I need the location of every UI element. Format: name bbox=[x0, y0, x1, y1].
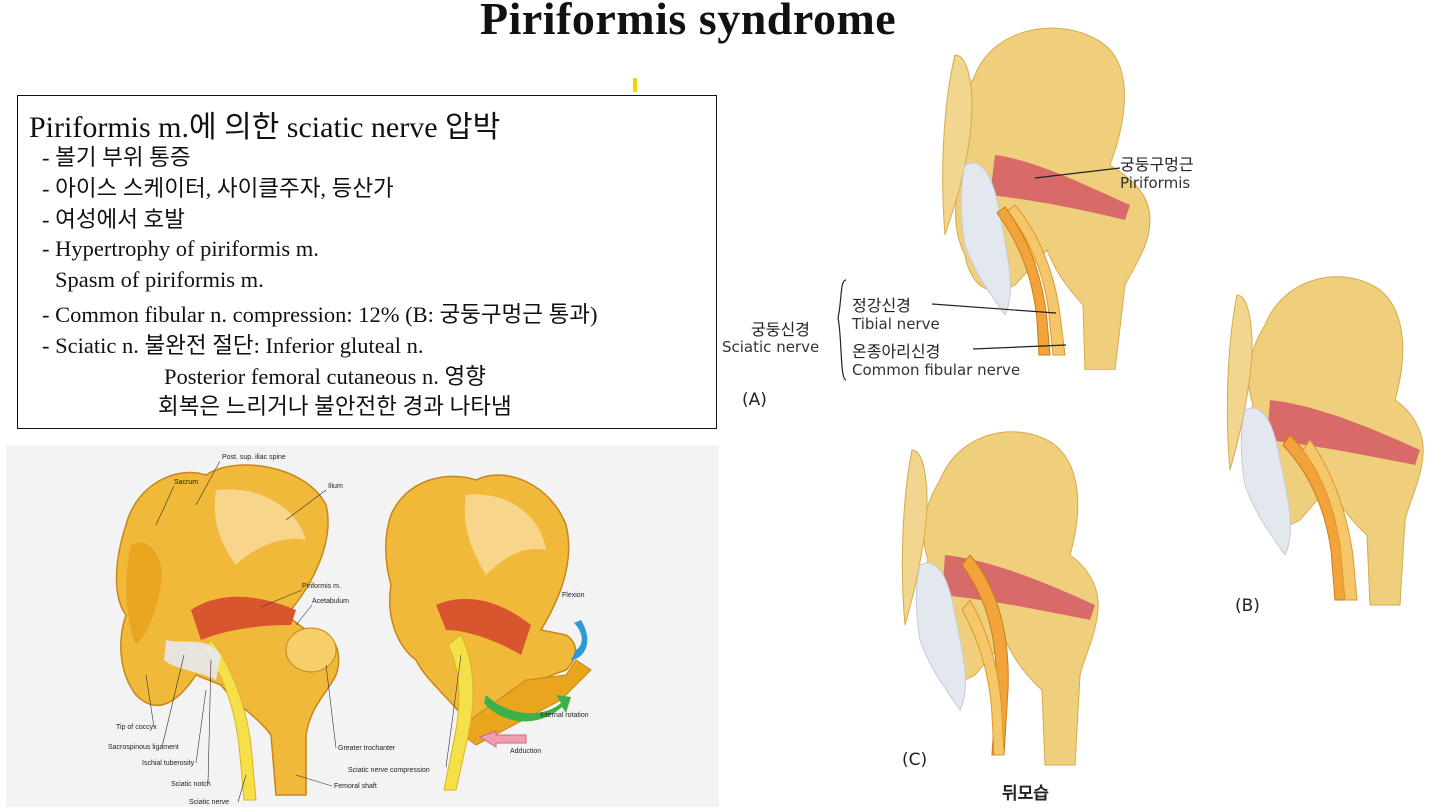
tibial-nerve-b bbox=[1302, 439, 1358, 601]
label-ischial-tuberosity: Ischial tuberosity bbox=[142, 760, 195, 767]
summary-textbox: Piriformis m.에 의한 sciatic nerve 압박 - 볼기 … bbox=[17, 95, 717, 429]
label-sacrospinous-ligament: Sacrospinous ligament bbox=[108, 744, 179, 751]
label-tip-of-coccyx: Tip of coccyx bbox=[116, 724, 157, 731]
adduction-arrow bbox=[478, 730, 527, 748]
label-adduction: Adduction bbox=[510, 748, 541, 755]
label-sciatic-ko: 궁둥신경 bbox=[751, 320, 810, 339]
label-piriformis-en: Piriformis bbox=[1120, 174, 1191, 192]
label-piriformis: Piriformis m. bbox=[302, 583, 341, 590]
internal-rotation-arrow bbox=[484, 695, 571, 722]
ligament-a bbox=[960, 162, 1011, 316]
summary-line-9: 회복은 느리거나 불안전한 경과 나타냄 bbox=[158, 394, 512, 419]
summary-line-8: Posterior femoral cutaneous n. 영향 bbox=[164, 364, 486, 389]
summary-line-7: - Sciatic n. 불완전 절단: Inferior gluteal n. bbox=[42, 333, 424, 358]
tibial-nerve-a bbox=[1006, 204, 1066, 356]
label-fibular-ko: 온종아리신경 bbox=[852, 342, 941, 361]
piriformis-muscle-b bbox=[1267, 400, 1420, 465]
panel-label-b: (B) bbox=[1235, 596, 1260, 616]
panel-label-c: (C) bbox=[902, 750, 928, 770]
label-greater-trochanter: Greater trochanter bbox=[338, 745, 396, 752]
label-tibial-en: Tibial nerve bbox=[852, 315, 940, 333]
panel-label-a: (A) bbox=[742, 390, 767, 410]
label-tibial-ko: 정강신경 bbox=[852, 296, 911, 315]
summary-line-6: - Common fibular n. compression: 12% (B:… bbox=[42, 302, 598, 327]
pelvis-illustration-a bbox=[942, 27, 1151, 370]
pelvis-illustration-c bbox=[901, 431, 1099, 766]
fibular-nerve-a bbox=[996, 206, 1051, 356]
piriformis-muscle-a bbox=[990, 155, 1130, 220]
tibial-nerve-c bbox=[961, 599, 1005, 756]
ligament-b bbox=[1240, 407, 1291, 556]
label-sacrum: Sacrum bbox=[174, 479, 198, 486]
yellow-marker bbox=[633, 78, 637, 92]
summary-line-3: - 여성에서 호발 bbox=[42, 207, 185, 232]
label-sciatic-nerve-compression: Sciatic nerve compression bbox=[348, 767, 430, 774]
page-title: Piriformis syndrome bbox=[480, 0, 897, 44]
label-acetabulum: Acetabulum bbox=[312, 598, 349, 605]
label-sciatic-nerve: Sciatic nerve bbox=[189, 799, 229, 806]
figure-caption: 뒤모습 bbox=[1002, 784, 1049, 804]
label-internal-rotation: Internal rotation bbox=[540, 712, 589, 719]
pelvis-illustration-b bbox=[1226, 276, 1424, 606]
ligament-c bbox=[915, 562, 966, 711]
summary-line-4: - Hypertrophy of piriformis m. bbox=[42, 236, 319, 261]
summary-heading: Piriformis m.에 의한 sciatic nerve 압박 bbox=[29, 111, 501, 144]
summary-line-1: - 볼기 부위 통증 bbox=[42, 145, 191, 170]
label-femoral-shaft: Femoral shaft bbox=[334, 783, 377, 790]
label-fibular-en: Common fibular nerve bbox=[852, 361, 1021, 379]
sciatic-nerve-right bbox=[443, 634, 474, 791]
piriformis-muscle-right bbox=[436, 598, 531, 655]
label-sciatic-notch: Sciatic notch bbox=[171, 781, 211, 788]
summary-line-5: Spasm of piriformis m. bbox=[55, 267, 264, 292]
label-post-sup-iliac-spine: Post. sup. iliac spine bbox=[222, 454, 286, 461]
pelvis-illustration-left: Post. sup. iliac spine Sacrum Ilium Piri… bbox=[6, 445, 719, 807]
summary-line-2: - 아이스 스케이터, 사이클주자, 등산가 bbox=[42, 176, 394, 201]
label-flexion: Flexion bbox=[562, 592, 585, 599]
label-ilium: Ilium bbox=[328, 483, 343, 490]
label-sciatic-en: Sciatic nerve bbox=[722, 338, 820, 356]
piriformis-muscle-left bbox=[191, 596, 296, 640]
label-piriformis-ko: 궁둥구멍근 bbox=[1120, 155, 1194, 174]
flexion-arrow bbox=[571, 620, 588, 660]
